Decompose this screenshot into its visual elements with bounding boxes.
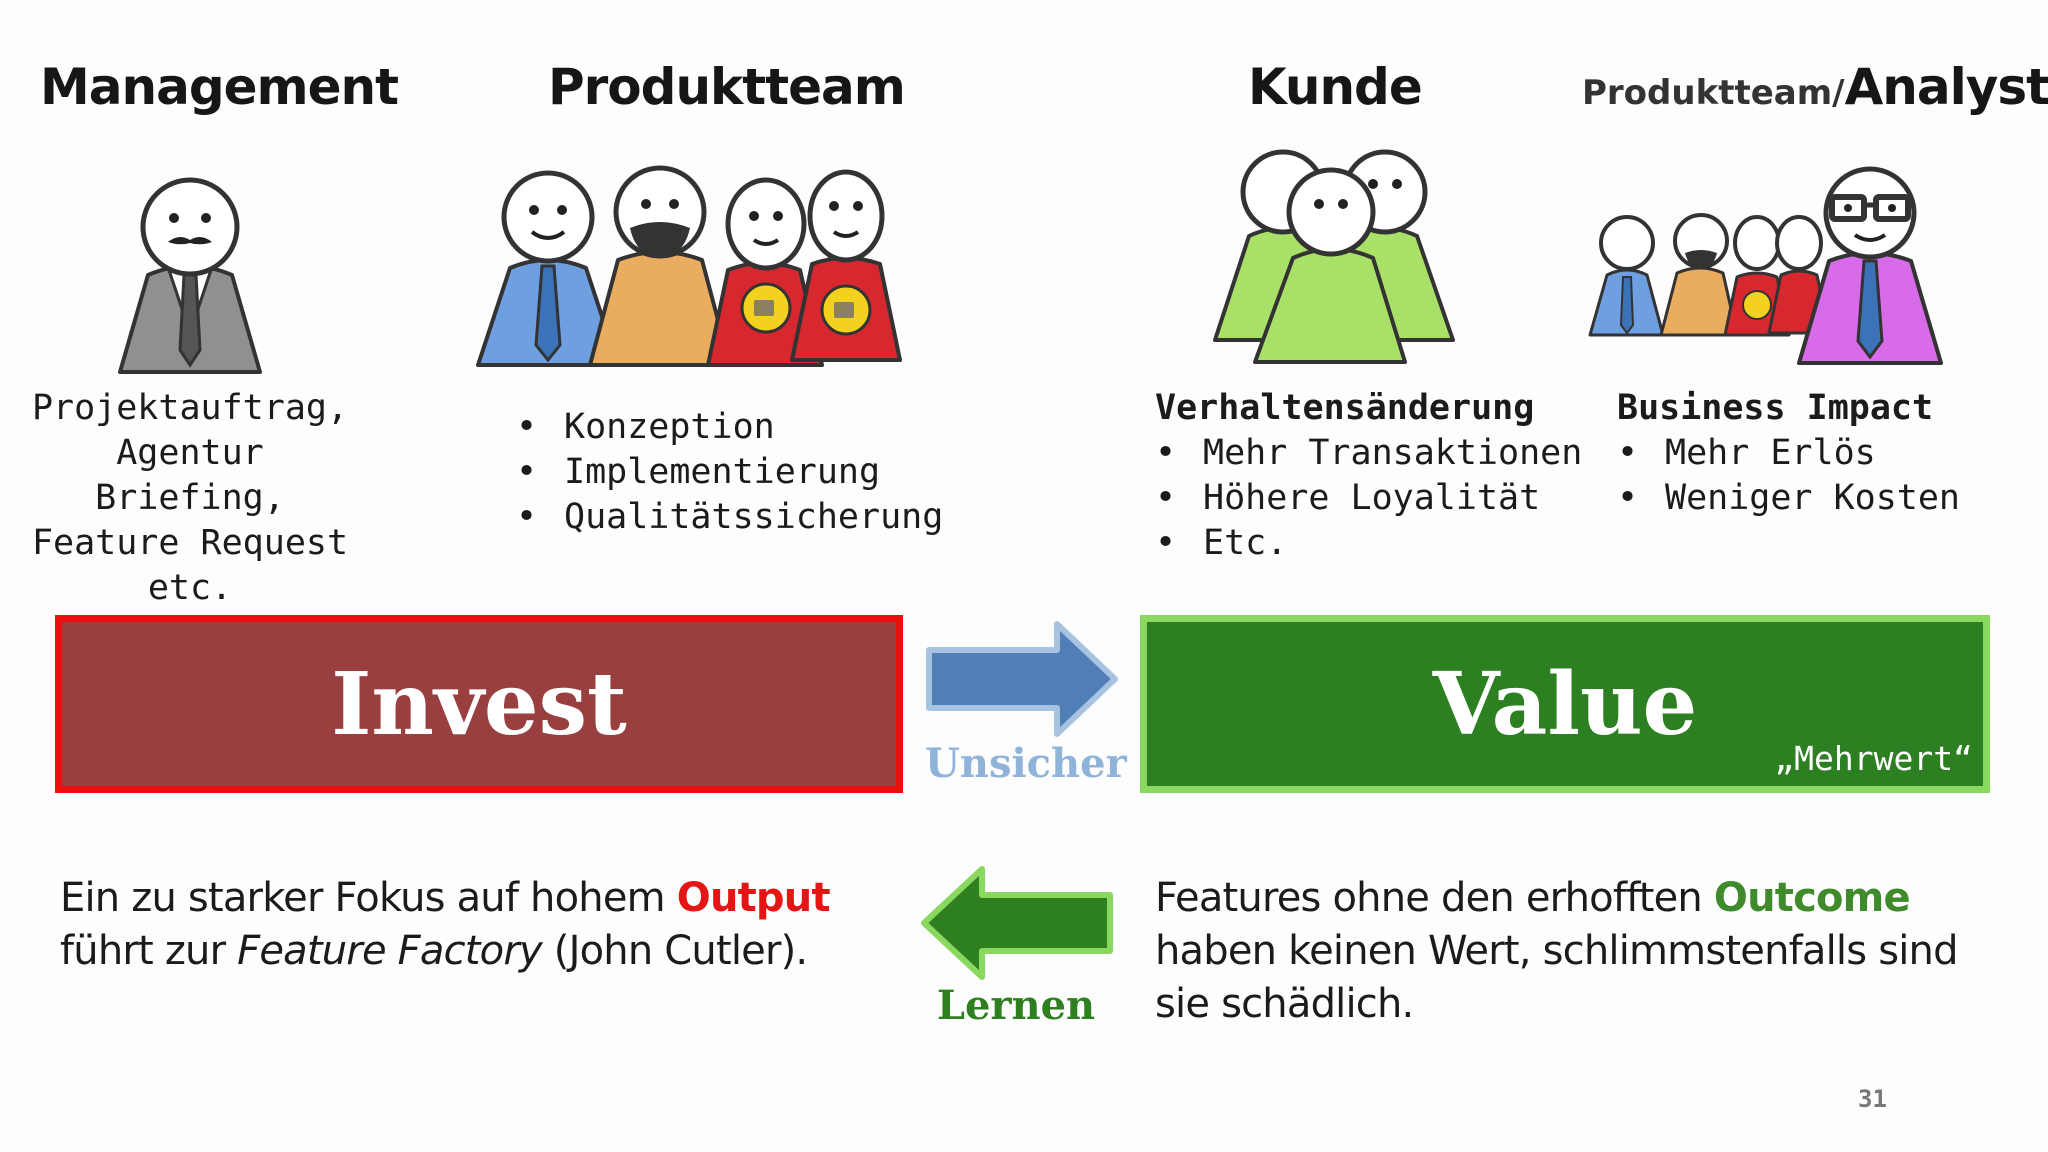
list-item: Mehr Erlös — [1617, 431, 1960, 476]
analyst-title: Produktteam/Analyst — [1582, 58, 2048, 116]
analyst-title-small: Produktteam/ — [1582, 73, 1845, 113]
management-title: Management — [40, 58, 399, 116]
invest-label: Invest — [331, 653, 627, 755]
value-label: Value — [1432, 653, 1698, 755]
analyst-heading: Business Impact — [1617, 388, 1934, 428]
analyst-list: Mehr Erlös Weniger Kosten — [1617, 431, 1960, 521]
management-line: Feature Request — [31, 523, 349, 563]
analyst-group-icon — [1588, 166, 1943, 365]
forward-arrow-label: Unsicher — [925, 740, 1127, 787]
produktteam-title: Produktteam — [548, 58, 906, 116]
page-number: 31 — [1858, 1085, 1887, 1113]
invest-box: Invest — [55, 615, 903, 793]
analyst-title-large: Analyst — [1844, 58, 2048, 116]
kunde-title: Kunde — [1248, 58, 1423, 116]
management-description: Projektauftrag, Agentur Briefing, Featur… — [30, 386, 350, 611]
output-highlight: Output — [676, 875, 831, 921]
management-line: Agentur Briefing, — [95, 433, 285, 518]
back-arrow-label: Lernen — [936, 982, 1096, 1029]
bottom-right-text: Features ohne den erhofften Outcome habe… — [1155, 872, 2035, 1031]
list-item: Implementierung — [516, 450, 943, 495]
manager-icon — [118, 177, 262, 374]
kunde-group-icon — [1213, 149, 1455, 364]
forward-arrow-icon — [926, 621, 1118, 737]
management-line: Projektauftrag, — [31, 388, 349, 428]
list-item: Etc. — [1155, 521, 1582, 566]
kunde-block: Verhaltensänderung Mehr Transaktionen Hö… — [1155, 386, 1582, 566]
bottom-left-part1: Ein zu starker Fokus auf hohem — [60, 875, 677, 921]
bottom-left-part3: (John Cutler). — [541, 928, 808, 974]
outcome-highlight: Outcome — [1713, 875, 1911, 921]
management-line: etc. — [147, 568, 233, 608]
bottom-left-part2: führt zur — [60, 928, 238, 974]
analyst-block: Business Impact Mehr Erlös Weniger Koste… — [1617, 386, 1960, 521]
bottom-right-line3: sie schädlich. — [1155, 981, 1414, 1027]
list-item: Weniger Kosten — [1617, 476, 1960, 521]
bottom-left-text: Ein zu starker Fokus auf hohem Output fü… — [60, 872, 920, 978]
produktteam-group-icon — [476, 165, 902, 367]
value-box: Value „Mehrwert“ — [1140, 615, 1990, 793]
value-subtitle: „Mehrwert“ — [1774, 739, 1973, 778]
bottom-right-line2: haben keinen Wert, schlimmstenfalls sind — [1155, 928, 1959, 974]
list-item: Qualitätssicherung — [516, 495, 943, 540]
list-item: Höhere Loyalität — [1155, 476, 1582, 521]
kunde-list: Mehr Transaktionen Höhere Loyalität Etc. — [1155, 431, 1582, 566]
list-item: Konzeption — [516, 405, 943, 450]
produktteam-list: Konzeption Implementierung Qualitätssich… — [516, 405, 943, 540]
bottom-right-part1: Features ohne den erhofften — [1155, 875, 1714, 921]
kunde-heading: Verhaltensänderung — [1155, 388, 1535, 428]
feature-factory-term: Feature Factory — [237, 928, 543, 974]
list-item: Mehr Transaktionen — [1155, 431, 1582, 476]
back-arrow-icon — [921, 866, 1113, 980]
